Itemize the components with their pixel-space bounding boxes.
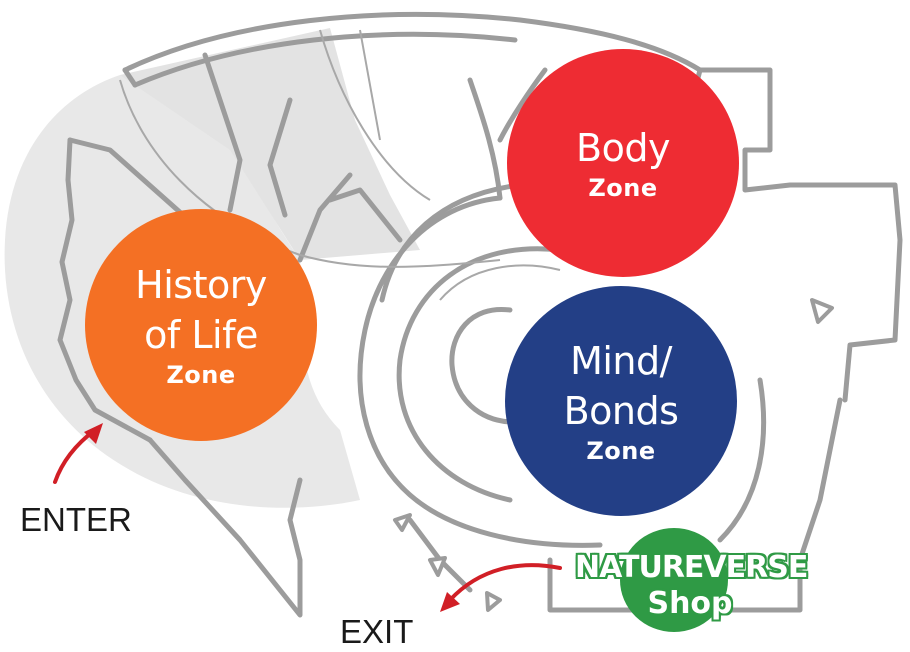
history-zone-title-line2: of Life	[144, 313, 258, 357]
guide-line-2	[319, 29, 431, 201]
exit-arrow-head	[440, 592, 460, 612]
wall-lower-mid	[407, 517, 473, 593]
wall-lower-left	[147, 437, 303, 618]
triangle-marker-1	[810, 298, 834, 324]
shop-label: Shop	[647, 586, 733, 621]
history-of-life-zone[interactable]: History of Life Zone	[85, 209, 317, 441]
enter-arrow-head	[84, 423, 103, 444]
shop-brand-label: NATUREVERSE	[575, 550, 808, 585]
exit-arrow-shaft	[448, 563, 562, 602]
exit-label: EXIT	[340, 613, 414, 650]
mind-zone-title-line1: Mind/	[570, 339, 672, 383]
natureverse-shop[interactable]: NATUREVERSE Shop	[575, 528, 808, 632]
body-zone-title: Body	[576, 126, 670, 170]
wall-outer-top-inner	[132, 31, 518, 88]
floor-shade-upper	[120, 28, 420, 260]
triangle-marker-3	[428, 556, 447, 577]
enter-label: ENTER	[20, 501, 132, 538]
rotunda-core	[449, 306, 513, 425]
wall-divider-2	[267, 97, 293, 218]
guide-line-3	[359, 29, 381, 141]
triangle-marker-2	[393, 513, 412, 532]
wall-right-1	[697, 67, 903, 403]
wall-right-3	[797, 397, 843, 563]
triangle-marker-4	[485, 591, 502, 612]
rotunda-inner-ring	[396, 246, 563, 503]
mind-zone-title-line2: Bonds	[563, 389, 679, 433]
wall-left-jagged	[57, 137, 153, 443]
body-zone-subtitle: Zone	[588, 174, 658, 202]
guide-line-4	[439, 264, 561, 301]
wall-cap-left	[122, 67, 138, 88]
rotunda-second-arc	[379, 182, 523, 303]
wall-outer-top	[122, 11, 703, 73]
wall-left-diagonal	[67, 137, 203, 233]
shop-disc	[620, 528, 728, 632]
wall-divider-4	[327, 187, 403, 243]
wall-curve-mid2	[497, 67, 548, 143]
body-zone[interactable]: Body Zone	[507, 49, 739, 277]
mind-zone-subtitle: Zone	[586, 437, 656, 465]
history-zone-subtitle: Zone	[166, 361, 236, 389]
wall-divider-3	[297, 172, 353, 263]
wall-right-arc	[717, 377, 767, 543]
mind-bonds-zone[interactable]: Mind/ Bonds Zone	[505, 286, 737, 516]
history-zone-title-line1: History	[135, 263, 267, 307]
guide-line-1	[119, 79, 501, 268]
wall-divider-1	[202, 52, 243, 213]
wall-curve-mid	[467, 77, 503, 201]
